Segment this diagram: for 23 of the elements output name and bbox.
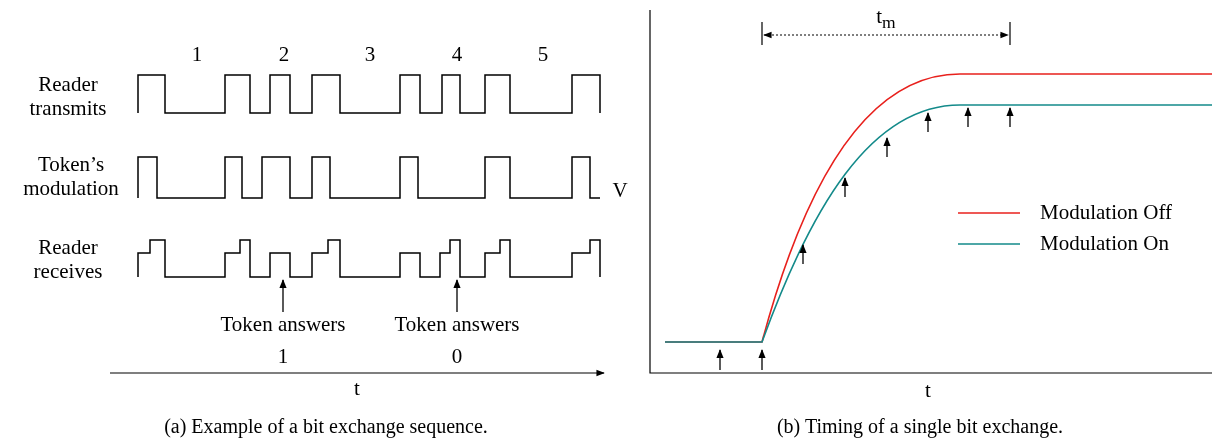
annotation-text: Token answers [220, 312, 346, 336]
bit-value: 1 [276, 344, 290, 368]
leader-line [453, 279, 461, 313]
legend-label: Modulation On [1040, 231, 1169, 255]
leader-line [279, 279, 287, 313]
annotation-text: Token answers [394, 312, 520, 336]
dimension-label: t$_{m}$ [876, 4, 896, 35]
bit-number: 4 [451, 42, 463, 66]
row-label: Reader receives [32, 235, 104, 283]
axis-label: t [354, 376, 360, 400]
axis-label: t [925, 378, 931, 402]
bit-number: 3 [364, 42, 376, 66]
bit-number: 1 [191, 42, 203, 66]
bit-number: 2 [278, 42, 290, 66]
legend-label: Modulation Off [1040, 200, 1173, 224]
bit-number: 5 [537, 42, 549, 66]
caption: (b) Timing of a single bit exchange. [776, 414, 1064, 438]
row-label: Token’s modulation [22, 152, 120, 200]
waveform [137, 239, 601, 278]
caption: (a) Example of a bit exchange sequence. [164, 414, 488, 438]
axis-label: V [612, 178, 628, 202]
bit-value: 0 [450, 344, 464, 368]
row-label: Reader transmits [28, 72, 108, 120]
